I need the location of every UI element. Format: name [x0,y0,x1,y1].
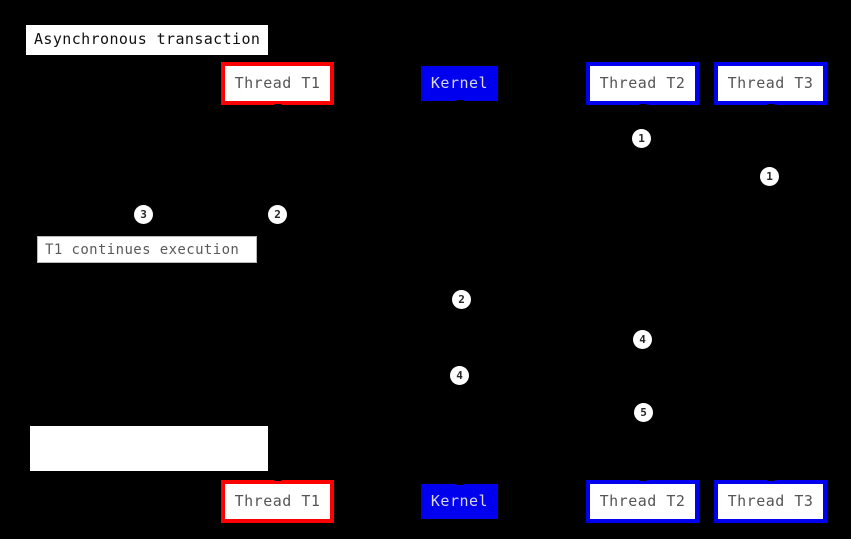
note-box-label: T1 continues execution [37,236,257,263]
lifeline-thread-t2 [642,105,643,480]
participant-bottom-thread-t1[interactable]: Thread T1 [221,480,334,523]
sequence-badge: 5 [634,403,653,422]
arrow-stub-icon [273,476,282,481]
lifeline-thread-t3 [770,105,771,480]
sequence-badge: 4 [633,330,652,349]
arrow-stub-icon [455,100,464,105]
sequence-badge: 2 [268,205,287,224]
arrow-stub-icon [766,476,775,481]
participant-top-thread-t2[interactable]: Thread T2 [586,62,699,105]
sequence-badge: 4 [450,366,469,385]
sequence-badge: 3 [134,205,153,224]
sequence-badge: 1 [632,129,651,148]
arrow-stub-icon [455,480,464,485]
diagram-title: Asynchronous transaction [26,25,269,55]
sequence-badge: 2 [452,290,471,309]
arrow-stub-icon [766,104,775,109]
participant-top-kernel[interactable]: Kernel [421,66,498,101]
participant-bottom-kernel[interactable]: Kernel [421,484,498,519]
participant-bottom-thread-t2[interactable]: Thread T2 [586,480,699,523]
arrow-stub-icon [638,476,647,481]
participant-top-thread-t3[interactable]: Thread T3 [714,62,827,105]
arrow-stub-icon [273,104,282,109]
participant-top-thread-t1[interactable]: Thread T1 [221,62,334,105]
note-box-empty [30,426,268,471]
participant-bottom-thread-t3[interactable]: Thread T3 [714,480,827,523]
lifeline-thread-t1 [277,105,278,480]
arrow-stub-icon [638,104,647,109]
sequence-badge: 1 [760,167,779,186]
